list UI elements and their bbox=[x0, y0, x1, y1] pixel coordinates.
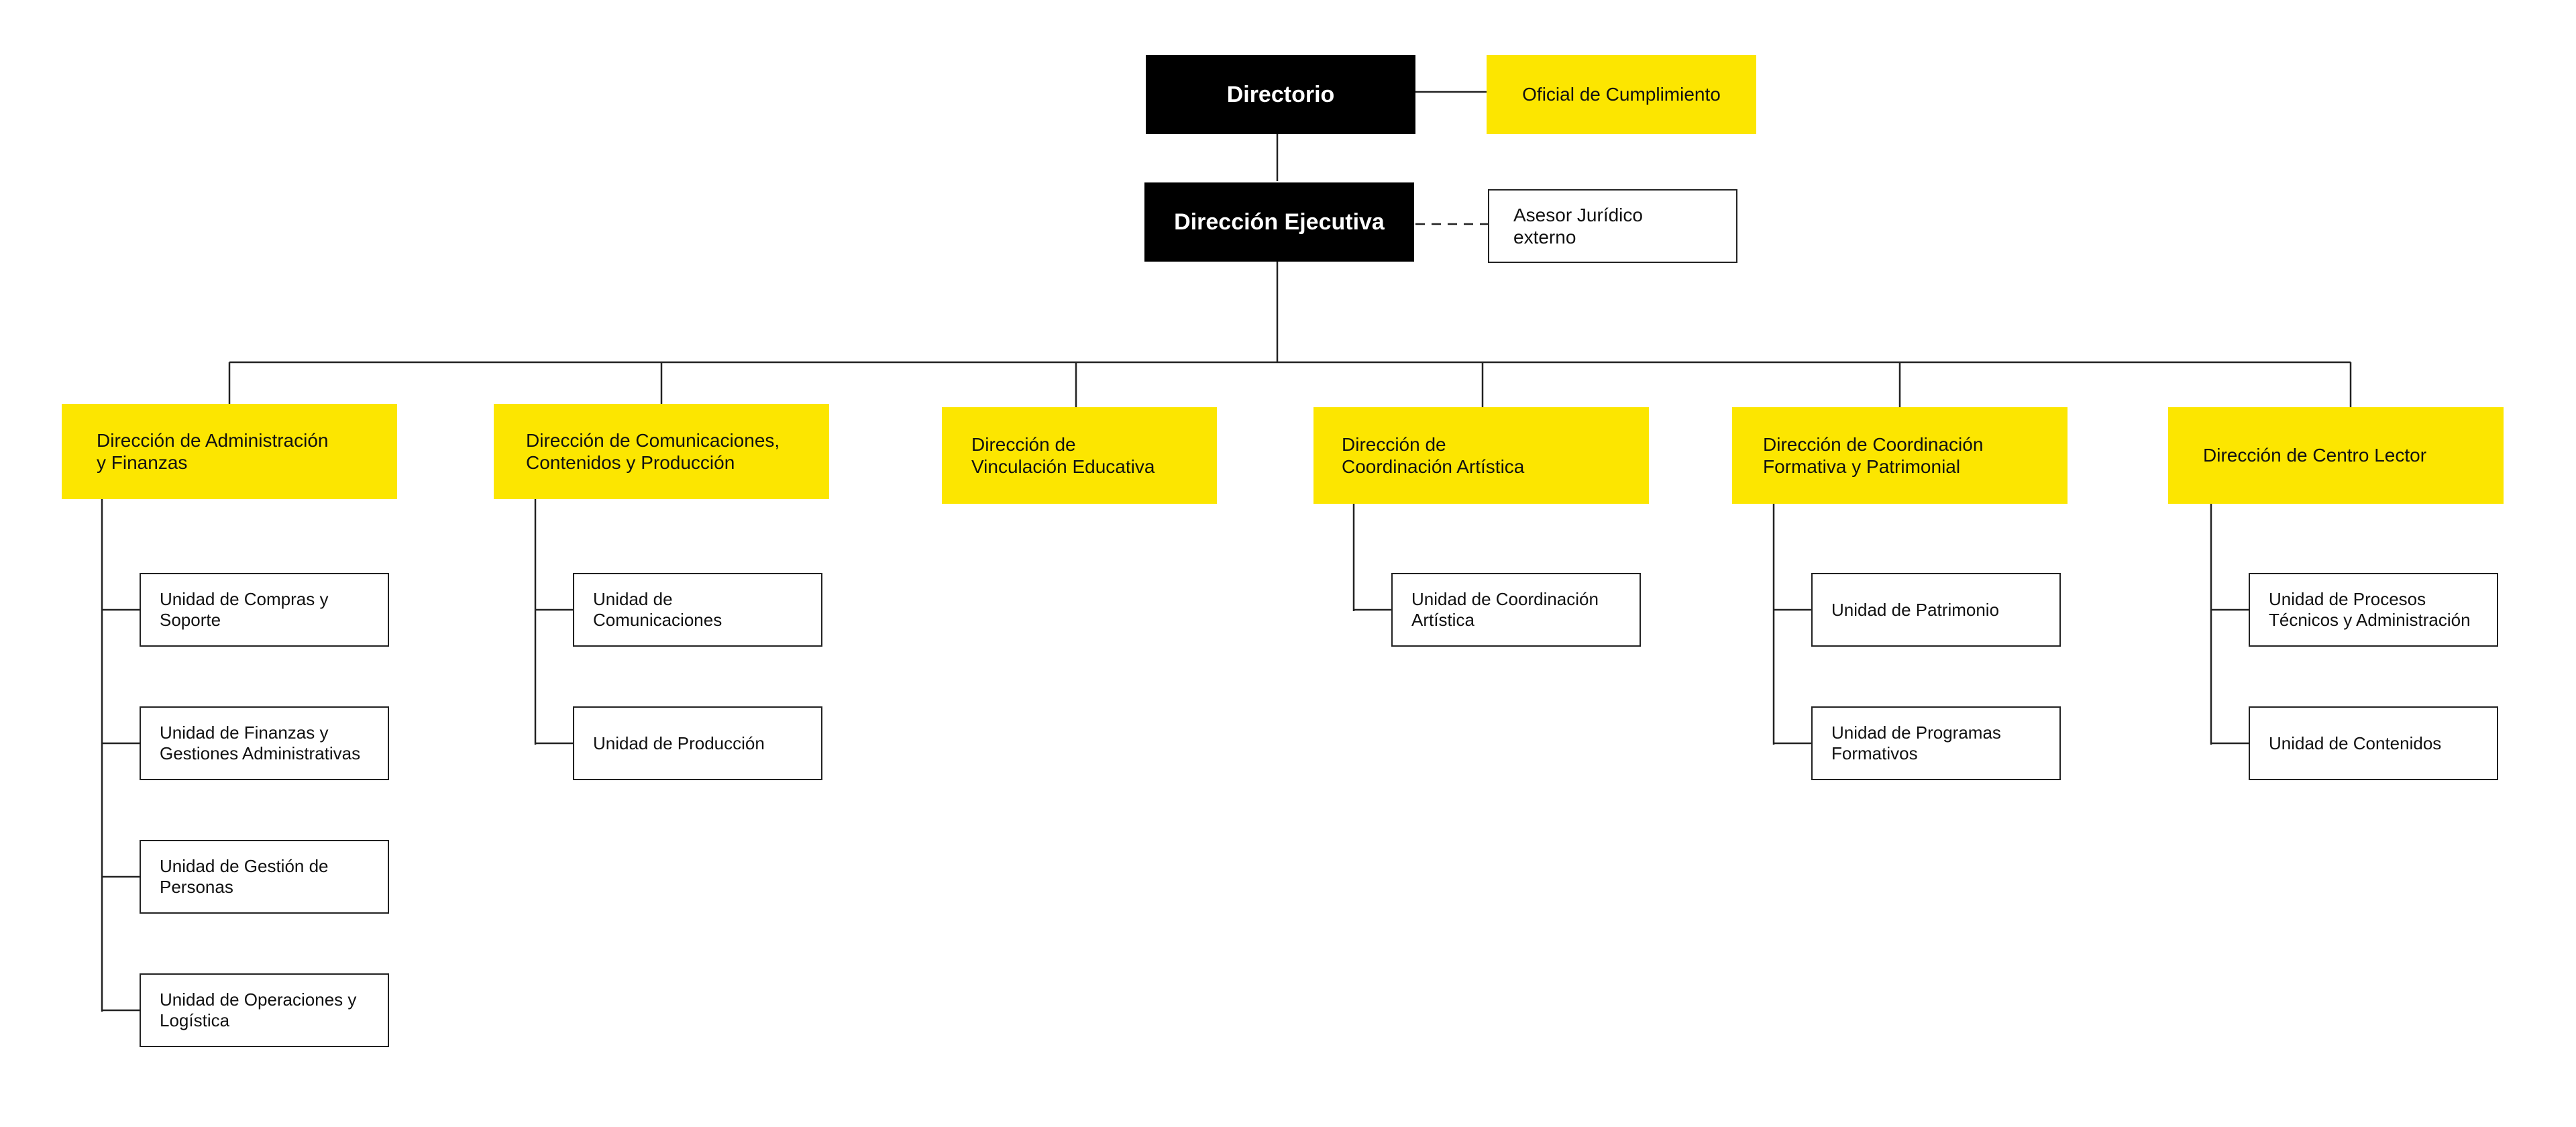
unit-label: Unidad de Comunicaciones bbox=[593, 589, 722, 630]
directorio-box: Directorio bbox=[1146, 55, 1415, 134]
unit-coordinacion-artistica: Unidad de Coordinación Artística bbox=[1391, 573, 1641, 647]
oficial-cumplimiento-label: Oficial de Cumplimiento bbox=[1522, 84, 1721, 105]
unit-contenidos: Unidad de Contenidos bbox=[2249, 706, 2498, 780]
unit-gestion-personas: Unidad de Gestión de Personas bbox=[140, 840, 389, 914]
asesor-juridico-label: Asesor Jurídico externo bbox=[1513, 204, 1643, 248]
unit-label: Unidad de Programas Formativos bbox=[1831, 722, 2001, 763]
unit-programas-formativos: Unidad de Programas Formativos bbox=[1811, 706, 2061, 780]
direccion-ejecutiva-label: Dirección Ejecutiva bbox=[1174, 209, 1385, 235]
unit-finanzas-gestiones: Unidad de Finanzas y Gestiones Administr… bbox=[140, 706, 389, 780]
unit-compras-soporte: Unidad de Compras y Soporte bbox=[140, 573, 389, 647]
dept-label: Dirección de Comunicaciones, Contenidos … bbox=[526, 429, 780, 473]
directorio-label: Directorio bbox=[1226, 81, 1335, 107]
dept-centro-lector: Dirección de Centro Lector bbox=[2168, 407, 2504, 504]
unit-label: Unidad de Finanzas y Gestiones Administr… bbox=[160, 722, 361, 763]
unit-label: Unidad de Gestión de Personas bbox=[160, 856, 329, 897]
dept-label: Dirección de Coordinación Formativa y Pa… bbox=[1763, 433, 1984, 477]
unit-operaciones-logistica: Unidad de Operaciones y Logística bbox=[140, 973, 389, 1047]
dept-label: Dirección de Vinculación Educativa bbox=[971, 433, 1155, 477]
unit-label: Unidad de Operaciones y Logística bbox=[160, 989, 357, 1030]
unit-label: Unidad de Coordinación Artística bbox=[1411, 589, 1599, 630]
unit-comunicaciones: Unidad de Comunicaciones bbox=[573, 573, 822, 647]
unit-patrimonio: Unidad de Patrimonio bbox=[1811, 573, 2061, 647]
dept-label: Dirección de Administración y Finanzas bbox=[97, 429, 329, 473]
dept-comunicaciones-contenidos: Dirección de Comunicaciones, Contenidos … bbox=[494, 404, 829, 499]
dept-coordinacion-formativa: Dirección de Coordinación Formativa y Pa… bbox=[1732, 407, 2068, 504]
unit-produccion: Unidad de Producción bbox=[573, 706, 822, 780]
dept-label: Dirección de Coordinación Artística bbox=[1342, 433, 1525, 477]
asesor-juridico-box: Asesor Jurídico externo bbox=[1488, 189, 1737, 263]
direccion-ejecutiva-box: Dirección Ejecutiva bbox=[1144, 182, 1414, 262]
oficial-cumplimiento-box: Oficial de Cumplimiento bbox=[1487, 55, 1756, 134]
unit-label: Unidad de Producción bbox=[593, 733, 765, 753]
unit-procesos-tecnicos: Unidad de Procesos Técnicos y Administra… bbox=[2249, 573, 2498, 647]
unit-label: Unidad de Patrimonio bbox=[1831, 599, 2000, 620]
unit-label: Unidad de Procesos Técnicos y Administra… bbox=[2269, 589, 2471, 630]
unit-label: Unidad de Compras y Soporte bbox=[160, 589, 329, 630]
dept-administracion-finanzas: Dirección de Administración y Finanzas bbox=[62, 404, 397, 499]
dept-vinculacion-educativa: Dirección de Vinculación Educativa bbox=[942, 407, 1217, 504]
unit-label: Unidad de Contenidos bbox=[2269, 733, 2442, 753]
dept-coordinacion-artistica: Dirección de Coordinación Artística bbox=[1313, 407, 1649, 504]
dept-label: Dirección de Centro Lector bbox=[2203, 445, 2427, 466]
